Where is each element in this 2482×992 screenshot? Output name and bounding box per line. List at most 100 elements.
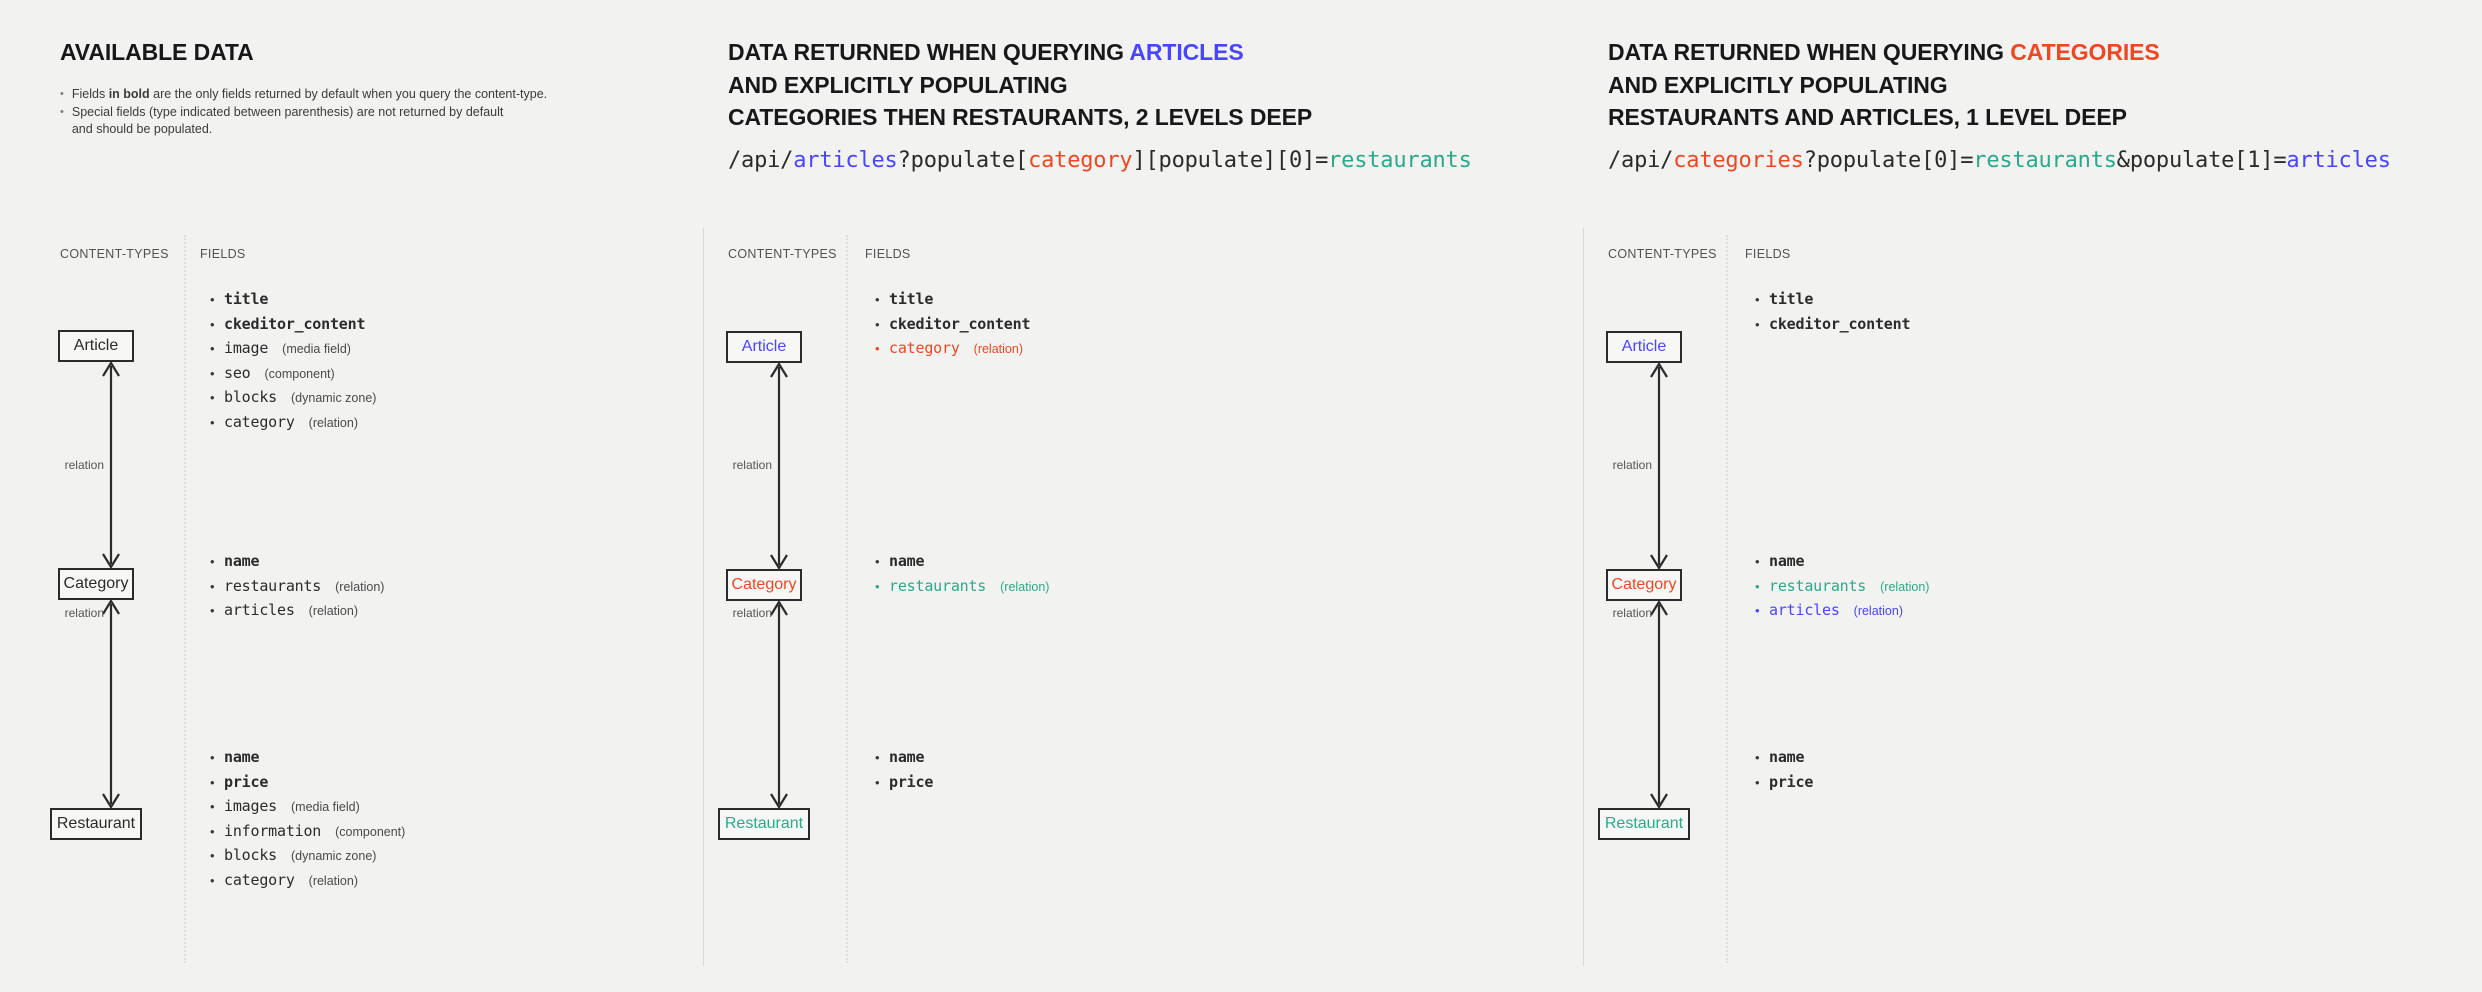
field-type: (component) [264, 366, 335, 381]
content-type-node-restaurant[interactable]: Restaurant [50, 808, 142, 840]
bullet-icon: • [210, 774, 215, 790]
heading-line-3: RESTAURANTS AND ARTICLES, 1 LEVEL DEEP [1608, 104, 2127, 130]
bullet-icon: • [1755, 554, 1760, 569]
field-row: • name [1755, 552, 1929, 577]
field-row: •category(relation) [875, 339, 1044, 364]
field-group-article: •title •ckeditor_content •category(relat… [875, 290, 1044, 364]
content-type-node-article[interactable]: Article [58, 330, 134, 362]
query-token-categories: categories [1673, 148, 1804, 173]
content-type-node-category[interactable]: Category [726, 569, 802, 601]
field-name: articles [224, 601, 295, 619]
heading-line-1: DATA RETURNED WHEN QUERYING CATEGORIES [1608, 39, 2160, 65]
bullet-icon: • [1755, 774, 1760, 790]
content-type-node-article[interactable]: Article [1606, 331, 1682, 363]
node-label: Restaurant [56, 815, 136, 832]
content-type-node-restaurant[interactable]: Restaurant [718, 808, 810, 840]
relation-arrow-article-category [102, 360, 120, 570]
api-query-string: /api/categories?populate[0]=restaurants&… [1608, 148, 2391, 173]
heading-line-2: AND EXPLICITLY POPULATING [1608, 71, 1948, 98]
node-label: Article [741, 338, 787, 355]
panel-query-categories: DATA RETURNED WHEN QUERYING CATEGORIES A… [1585, 0, 2482, 992]
node-label: Restaurant [724, 815, 804, 832]
bullet-icon: • [210, 365, 215, 381]
field-row: •title [875, 290, 1044, 315]
field-name: category [224, 870, 295, 889]
field-name: title [889, 290, 934, 308]
column-label-fields: FIELDS [1745, 247, 1791, 261]
legend-note-text: Special fields (type indicated between p… [71, 104, 504, 137]
legend-notes: • Fields in bold are the only fields ret… [60, 86, 547, 139]
panel-query-articles: DATA RETURNED WHEN QUERYING ARTICLES AND… [705, 0, 1585, 992]
field-row: •ckeditor_content [1755, 315, 1924, 340]
panel-heading: DATA RETURNED WHEN QUERYING ARTICLES AND… [728, 36, 1312, 134]
field-row: •title [1755, 290, 1924, 315]
relation-label: relation [1612, 458, 1652, 472]
field-row: •restaurants(relation) [875, 577, 1049, 602]
relation-arrow-category-restaurant [102, 598, 120, 810]
content-type-node-category[interactable]: Category [58, 568, 134, 600]
content-type-node-restaurant[interactable]: Restaurant [1598, 808, 1690, 840]
panel-divider-2 [1583, 228, 1584, 966]
content-type-node-category[interactable]: Category [1606, 569, 1682, 601]
field-row: •category(relation) [210, 413, 379, 438]
field-row: •restaurants(relation) [1755, 577, 1929, 602]
heading-highlight-categories: CATEGORIES [2010, 39, 2160, 65]
bullet-icon: • [210, 603, 215, 618]
relation-label: relation [64, 606, 104, 620]
node-label: Article [1621, 338, 1667, 355]
field-group-category: •name •restaurants(relation) •articles(r… [1755, 552, 1929, 626]
field-type: (dynamic zone) [291, 849, 377, 863]
field-name: price [889, 772, 934, 791]
field-name: category [889, 339, 960, 357]
panel-divider-1 [703, 228, 704, 966]
field-row: • articles (relation) [210, 601, 384, 626]
bullet-icon: • [875, 750, 880, 765]
node-label: Article [73, 337, 119, 354]
bullet-icon: • [210, 872, 215, 888]
field-name: category [224, 412, 295, 431]
column-dotted-rule [1726, 235, 1728, 963]
field-name: ckeditor_content [889, 314, 1031, 333]
field-row: •images(media field) [210, 797, 405, 822]
field-row: • seo (component) [210, 364, 379, 389]
field-group-category: • name •restaurants(relation) [875, 552, 1049, 601]
relation-label: relation [64, 458, 104, 472]
bullet-icon: • [210, 750, 215, 765]
field-type: (relation) [308, 604, 358, 618]
node-label: Category [1611, 576, 1677, 593]
field-name: price [224, 772, 269, 791]
field-type: (relation) [1880, 579, 1930, 594]
field-group-category: •name •restaurants(relation) •articles(r… [210, 552, 384, 626]
field-type: (relation) [308, 873, 358, 888]
field-row: •price [875, 773, 947, 798]
bullet-icon: • [1755, 603, 1760, 618]
field-type: (relation) [335, 579, 385, 594]
query-token-articles: articles [793, 148, 898, 173]
relation-arrow-article-category [1650, 361, 1668, 571]
field-group-article: •title •ckeditor_content [1755, 290, 1924, 339]
column-label-content-types: CONTENT-TYPES [728, 247, 837, 261]
field-row: •ckeditor_content [875, 315, 1044, 340]
panel-available-data: AVAILABLE DATA • Fields in bold are the … [0, 0, 705, 992]
field-type: (relation) [308, 415, 358, 430]
content-type-node-article[interactable]: Article [726, 331, 802, 363]
bullet-icon: • [875, 554, 880, 569]
field-type: (relation) [1853, 604, 1903, 618]
node-label: Category [731, 576, 797, 593]
field-row: • category (relation) [210, 871, 405, 896]
field-type: (media field) [291, 800, 360, 814]
field-name: name [889, 552, 925, 570]
field-name: restaurants [889, 576, 987, 595]
bullet-icon: • [1755, 750, 1760, 765]
field-name: name [1769, 552, 1805, 570]
field-name: title [224, 290, 269, 308]
field-name: seo [224, 363, 251, 382]
field-name: information [224, 821, 322, 840]
relation-arrow-category-restaurant [770, 599, 788, 810]
bullet-icon: • [210, 848, 215, 863]
bullet-icon: • [210, 390, 215, 405]
field-name: restaurants [224, 576, 322, 595]
bullet-icon: • [210, 578, 215, 594]
field-row: • restaurants (relation) [210, 577, 384, 602]
field-row: •price [1755, 773, 1827, 798]
